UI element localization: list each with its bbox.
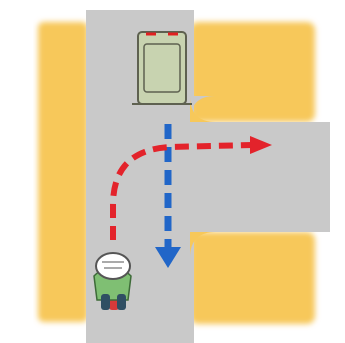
road-side-street <box>190 122 330 232</box>
car-topview-icon <box>132 32 192 104</box>
ground-right-top-block <box>190 22 315 122</box>
ground-right-bottom-block <box>190 232 315 324</box>
ground-left-block <box>38 22 88 322</box>
